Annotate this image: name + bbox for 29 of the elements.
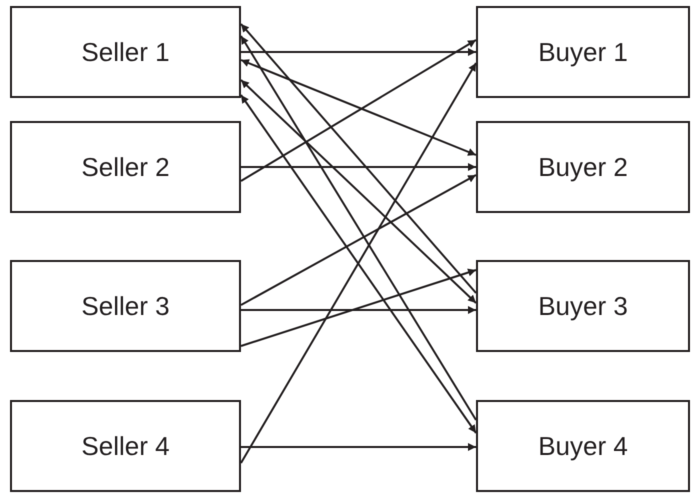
process-box: [10, 400, 241, 492]
arrow: [241, 443, 476, 451]
process-box: [476, 400, 690, 492]
node-label: Seller 1: [81, 36, 170, 68]
node-label: Seller 4: [81, 430, 170, 462]
process-box: [476, 6, 690, 98]
arrow: [240, 39, 477, 182]
arrow: [240, 94, 477, 434]
process-box: [10, 260, 241, 352]
arrow: [241, 306, 476, 314]
node-label: Buyer 3: [538, 290, 628, 322]
arrow: [240, 59, 476, 156]
process-box: [476, 121, 690, 213]
process-box: [476, 260, 690, 352]
arrow: [240, 35, 477, 421]
arrow: [240, 268, 476, 347]
node-label: Buyer 2: [538, 152, 628, 182]
arrow: [240, 23, 477, 294]
node-label: Buyer 1: [538, 36, 628, 68]
arrow: [240, 62, 477, 464]
arrow: [241, 48, 476, 56]
process-box: [10, 6, 241, 98]
arrow: [240, 174, 476, 306]
node-label: Buyer 4: [538, 430, 628, 462]
arrow: [241, 163, 476, 171]
arrow: [240, 79, 477, 304]
node-label: Seller 2: [81, 152, 170, 182]
node-label: Seller 3: [81, 290, 170, 322]
process-box: [10, 121, 241, 213]
